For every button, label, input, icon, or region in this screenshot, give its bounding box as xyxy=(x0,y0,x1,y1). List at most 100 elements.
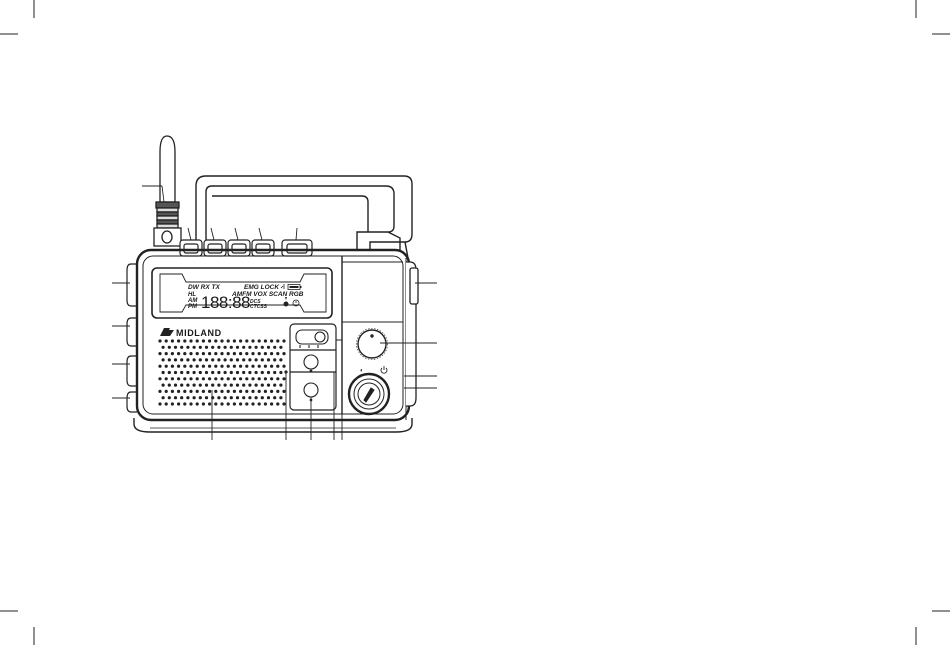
grille-hole xyxy=(233,402,236,405)
grille-hole xyxy=(227,339,230,342)
grille-hole xyxy=(224,358,227,361)
grille-hole xyxy=(245,390,248,393)
grille-hole xyxy=(177,352,180,355)
grille-hole xyxy=(245,377,248,380)
grille-hole xyxy=(282,339,285,342)
grille-hole xyxy=(217,384,220,387)
grille-hole xyxy=(199,346,202,349)
grille-hole xyxy=(227,390,230,393)
grille-hole xyxy=(193,371,196,374)
right-side-knob[interactable] xyxy=(406,262,418,406)
grille-hole xyxy=(264,339,267,342)
grille-hole xyxy=(276,352,279,355)
grille-hole xyxy=(236,384,239,387)
grille-hole xyxy=(208,339,211,342)
grille-hole xyxy=(220,390,223,393)
midland-logo: MIDLAND xyxy=(160,328,222,338)
grille-hole xyxy=(233,365,236,368)
antenna xyxy=(154,136,181,246)
grille-hole xyxy=(261,358,264,361)
volume-power-knob[interactable]: ◐ xyxy=(349,368,389,414)
grille-hole xyxy=(217,396,220,399)
grille-hole xyxy=(267,346,270,349)
grille-hole xyxy=(251,352,254,355)
svg-text:◐: ◐ xyxy=(360,368,364,374)
grille-hole xyxy=(186,371,189,374)
grille-hole xyxy=(230,358,233,361)
grille-hole xyxy=(205,396,208,399)
grille-hole xyxy=(242,396,245,399)
grille-hole xyxy=(180,384,183,387)
grille-hole xyxy=(165,352,168,355)
grille-hole xyxy=(205,346,208,349)
top-button-2[interactable] xyxy=(204,240,226,256)
grille-hole xyxy=(261,396,264,399)
grille-hole xyxy=(227,365,230,368)
grille-hole xyxy=(202,339,205,342)
grille-hole xyxy=(279,396,282,399)
slide-switch[interactable] xyxy=(296,330,328,348)
grille-hole xyxy=(242,371,245,374)
grille-hole xyxy=(276,377,279,380)
grille-hole xyxy=(202,377,205,380)
brand-name: MIDLAND xyxy=(176,328,222,338)
grille-hole xyxy=(168,358,171,361)
grille-hole xyxy=(183,402,186,405)
grille-hole xyxy=(267,358,270,361)
grille-hole xyxy=(248,358,251,361)
grille-hole xyxy=(273,346,276,349)
grille-hole xyxy=(255,358,258,361)
grille-hole xyxy=(282,402,285,405)
grille-hole xyxy=(251,377,254,380)
grille-hole xyxy=(177,339,180,342)
grille-hole xyxy=(189,352,192,355)
grille-hole xyxy=(158,402,161,405)
grille-hole xyxy=(214,377,217,380)
grille-hole xyxy=(279,384,282,387)
grille-hole xyxy=(196,352,199,355)
top-button-3[interactable] xyxy=(228,240,250,256)
grille-hole xyxy=(168,371,171,374)
grille-hole xyxy=(270,390,273,393)
grille-hole xyxy=(183,390,186,393)
grille-hole xyxy=(230,371,233,374)
grille-hole xyxy=(183,377,186,380)
top-button-1[interactable] xyxy=(180,240,202,256)
grille-hole xyxy=(193,396,196,399)
grille-hole xyxy=(158,339,161,342)
grille-hole xyxy=(270,402,273,405)
grille-hole xyxy=(230,396,233,399)
top-button-4[interactable] xyxy=(252,240,274,256)
grille-hole xyxy=(177,365,180,368)
grille-hole xyxy=(267,396,270,399)
grille-hole xyxy=(273,384,276,387)
grille-hole xyxy=(248,396,251,399)
grille-hole xyxy=(214,390,217,393)
grille-hole xyxy=(177,377,180,380)
grille-hole xyxy=(282,390,285,393)
grille-hole xyxy=(258,377,261,380)
grille-hole xyxy=(276,365,279,368)
grille-hole xyxy=(270,365,273,368)
grille-hole xyxy=(220,352,223,355)
grille-hole xyxy=(220,339,223,342)
left-side-controls[interactable] xyxy=(127,264,137,412)
grille-hole xyxy=(208,365,211,368)
grille-hole xyxy=(186,396,189,399)
grille-hole xyxy=(279,358,282,361)
grille-hole xyxy=(255,396,258,399)
top-button-5[interactable] xyxy=(282,240,312,256)
grille-hole xyxy=(168,346,171,349)
grille-hole xyxy=(236,371,239,374)
grille-hole xyxy=(158,390,161,393)
grille-hole xyxy=(233,377,236,380)
round-button-1[interactable] xyxy=(304,355,318,372)
grille-hole xyxy=(258,352,261,355)
grille-hole xyxy=(264,352,267,355)
grille-hole xyxy=(196,365,199,368)
grille-hole xyxy=(186,384,189,387)
tuning-knob[interactable] xyxy=(357,329,388,360)
grille-hole xyxy=(276,339,279,342)
grille-hole xyxy=(245,352,248,355)
grille-hole xyxy=(211,346,214,349)
